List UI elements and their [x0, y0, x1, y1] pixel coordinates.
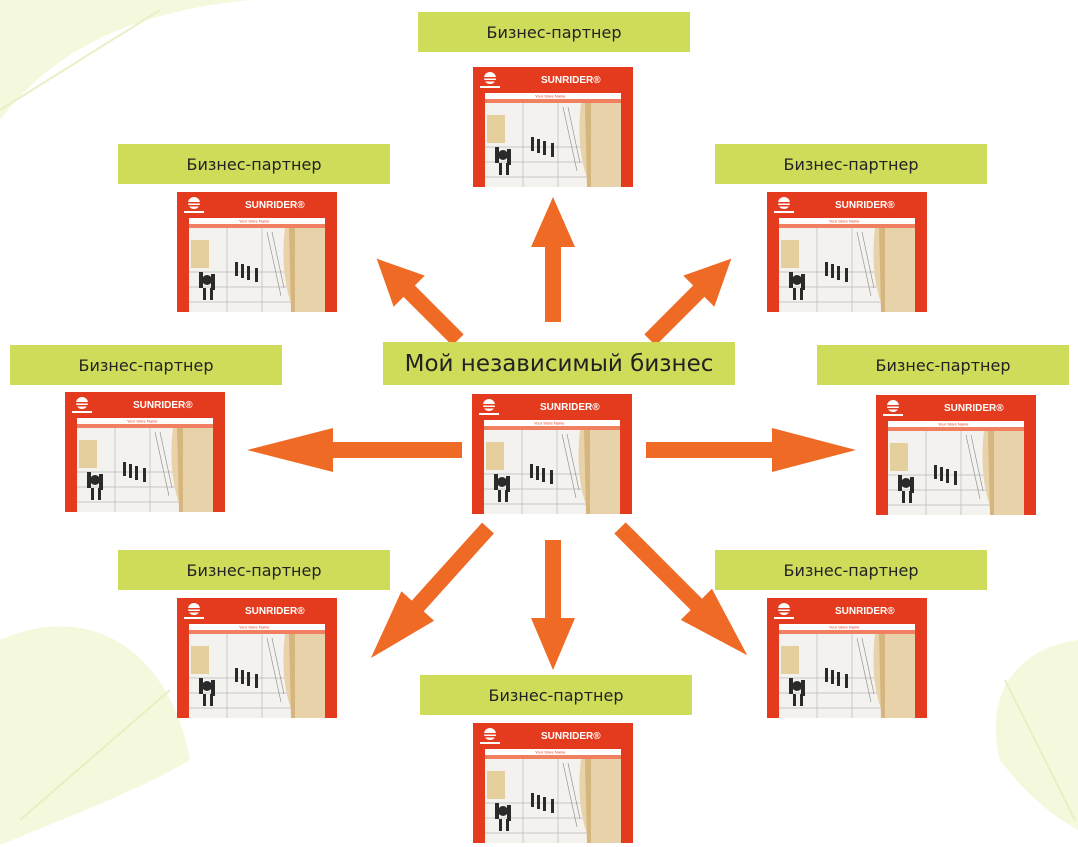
sun-logo-icon	[774, 603, 794, 619]
storefront-upper-left: SUNRIDER® Your Store Name	[177, 192, 337, 312]
store-brand-text: SUNRIDER®	[133, 400, 193, 411]
store-subtitle-text: Your Store Name	[534, 421, 565, 426]
store-subtitle-text: Your Store Name	[535, 94, 566, 99]
storefront-svg: SUNRIDER® Your Store Name	[767, 598, 927, 718]
storefront-lower-right: SUNRIDER® Your Store Name	[767, 598, 927, 718]
storefront-svg: SUNRIDER® Your Store Name	[177, 192, 337, 312]
partner-label-left: Бизнес-партнер	[10, 345, 282, 385]
storefront-svg: SUNRIDER® Your Store Name	[767, 192, 927, 312]
sun-logo-icon	[774, 197, 794, 213]
arrow-left	[246, 428, 462, 472]
storefront-svg: SUNRIDER® Your Store Name	[65, 392, 225, 512]
store-brand-text: SUNRIDER®	[540, 402, 600, 413]
arrow-down	[531, 540, 575, 670]
partner-label-lower-left: Бизнес-партнер	[118, 550, 390, 590]
storefront-svg: SUNRIDER® Your Store Name	[472, 394, 632, 514]
partner-label-upper-left: Бизнес-партнер	[118, 144, 390, 184]
arrow-down-right	[604, 512, 763, 671]
sun-logo-icon	[480, 72, 500, 88]
store-brand-text: SUNRIDER®	[245, 200, 305, 211]
sun-logo-icon	[479, 399, 499, 415]
storefront-top: SUNRIDER® Your Store Name	[473, 67, 633, 187]
arrow-up	[531, 197, 575, 322]
store-brand-text: SUNRIDER®	[835, 200, 895, 211]
storefront-svg: SUNRIDER® Your Store Name	[177, 598, 337, 718]
arrow-down-left	[354, 513, 505, 673]
storefront-left: SUNRIDER® Your Store Name	[65, 392, 225, 512]
sun-logo-icon	[184, 603, 204, 619]
storefront-bottom: SUNRIDER® Your Store Name	[473, 723, 633, 843]
storefront-lower-left: SUNRIDER® Your Store Name	[177, 598, 337, 718]
sun-logo-icon	[184, 197, 204, 213]
store-brand-text: SUNRIDER®	[245, 606, 305, 617]
arrow-right	[646, 428, 856, 472]
storefront-center: SUNRIDER® Your Store Name	[472, 394, 632, 514]
sun-logo-icon	[883, 400, 903, 416]
store-brand-text: SUNRIDER®	[944, 403, 1004, 414]
partner-label-right: Бизнес-партнер	[817, 345, 1069, 385]
store-subtitle-text: Your Store Name	[938, 422, 969, 427]
partner-label-bottom: Бизнес-партнер	[420, 675, 692, 715]
storefront-upper-right: SUNRIDER® Your Store Name	[767, 192, 927, 312]
arrow-up-left	[361, 243, 474, 356]
store-subtitle-text: Your Store Name	[127, 419, 158, 424]
center-label: Мой независимый бизнес	[383, 342, 735, 385]
arrow-up-right	[634, 243, 747, 356]
store-brand-text: SUNRIDER®	[541, 731, 601, 742]
store-subtitle-text: Your Store Name	[535, 750, 566, 755]
store-subtitle-text: Your Store Name	[829, 219, 860, 224]
store-brand-text: SUNRIDER®	[541, 75, 601, 86]
partner-label-lower-right: Бизнес-партнер	[715, 550, 987, 590]
storefront-svg: SUNRIDER® Your Store Name	[473, 67, 633, 187]
store-subtitle-text: Your Store Name	[829, 625, 860, 630]
store-brand-text: SUNRIDER®	[835, 606, 895, 617]
sun-logo-icon	[72, 397, 92, 413]
store-subtitle-text: Your Store Name	[239, 625, 270, 630]
partner-label-top: Бизнес-партнер	[418, 12, 690, 52]
sun-logo-icon	[480, 728, 500, 744]
storefront-svg: SUNRIDER® Your Store Name	[876, 395, 1036, 515]
storefront-svg: SUNRIDER® Your Store Name	[473, 723, 633, 843]
storefront-right: SUNRIDER® Your Store Name	[876, 395, 1036, 515]
store-subtitle-text: Your Store Name	[239, 219, 270, 224]
partner-label-upper-right: Бизнес-партнер	[715, 144, 987, 184]
